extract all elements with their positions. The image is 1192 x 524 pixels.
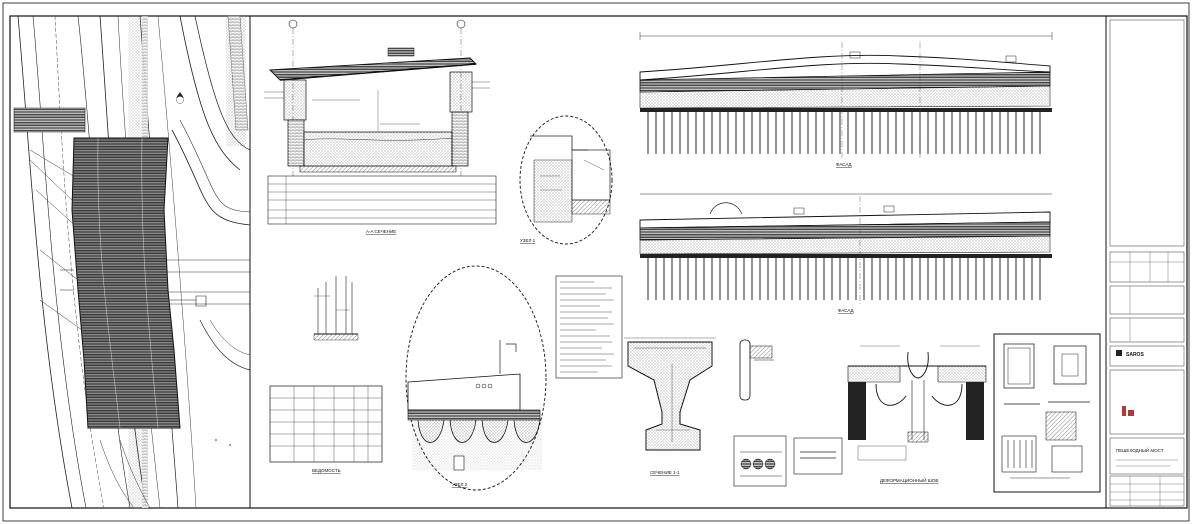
title-block: SAROS ПЕШЕХОДНЫЙ МОСТ	[1105, 16, 1185, 508]
reinforcement-details	[993, 333, 1101, 493]
joint-detail-view: ДЕФОРМАЦИОННЫЙ ШОВ	[847, 345, 987, 483]
facade-2-view: ФАСАД	[639, 193, 1052, 313]
spec-table-title: ВЕДОМОСТЬ	[312, 468, 341, 473]
beam-section-view: СЕЧЕНИЕ 1-1	[624, 337, 716, 475]
node-2-title: УЗЕЛ 2	[452, 482, 468, 487]
node-2-view: УЗЕЛ 2	[405, 265, 547, 491]
section-a-title: A-A СЕЧЕНИЕ	[366, 229, 396, 234]
company-name: SAROS	[1126, 352, 1144, 358]
column-detail	[313, 276, 359, 341]
beam-section-title: СЕЧЕНИЕ 1-1	[650, 470, 680, 475]
spec-table-view: ВЕДОМОСТЬ	[269, 385, 383, 473]
facade-2-title: ФАСАД	[838, 308, 854, 313]
facade-1-piles	[647, 112, 1041, 154]
detail-1-view: УЗЕЛ 1	[519, 115, 613, 245]
inner-frame	[9, 15, 1188, 509]
notes-block	[555, 275, 623, 379]
section-a-view: A-A СЕЧЕНИЕ	[264, 19, 497, 234]
facade-2-piles	[647, 258, 1041, 300]
project-name: ПЕШЕХОДНЫЙ МОСТ	[1116, 446, 1164, 453]
detail-1-title: УЗЕЛ 1	[520, 238, 536, 243]
facade-1-view: ФАСАД	[639, 32, 1053, 167]
site-plan	[13, 15, 251, 509]
joint-detail-title: ДЕФОРМАЦИОННЫЙ ШОВ	[880, 476, 938, 483]
anchor-details	[733, 339, 843, 487]
facade-1-title: ФАСАД	[836, 162, 852, 167]
